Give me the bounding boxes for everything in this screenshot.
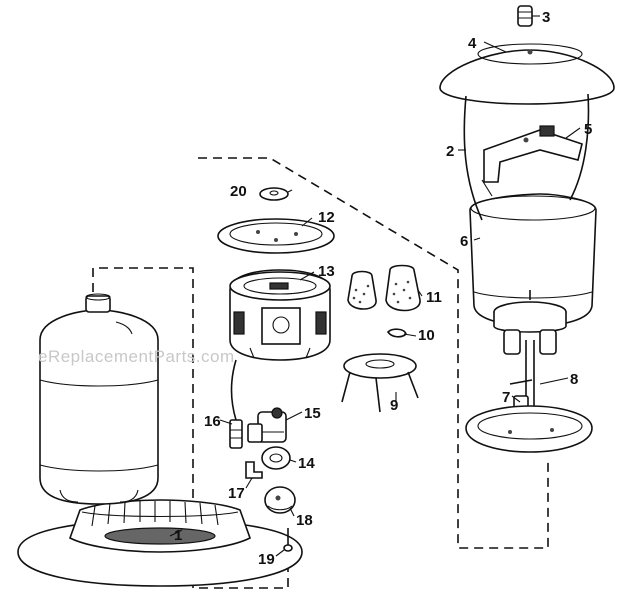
callout-17: 17 <box>228 485 245 502</box>
part-8-generator-assembly[interactable] <box>493 290 567 452</box>
callout-10: 10 <box>418 327 435 344</box>
part-15-valve-regulator[interactable] <box>247 407 287 443</box>
callout-2: 2 <box>446 143 454 160</box>
fuel-cylinder <box>39 293 159 505</box>
part-16-igniter[interactable] <box>229 359 243 449</box>
part-10-clip[interactable] <box>386 328 407 338</box>
part-3-top-nut[interactable] <box>517 5 533 27</box>
part-2-bail-handle[interactable] <box>463 93 590 221</box>
callout-9: 9 <box>390 397 398 414</box>
part-1-base[interactable] <box>17 499 303 587</box>
part-11-mantles[interactable] <box>347 264 421 312</box>
callout-4: 4 <box>468 35 477 52</box>
part-18-igniter-button[interactable] <box>264 486 296 514</box>
callout-16: 16 <box>204 413 221 430</box>
part-4-ventilator-hood[interactable] <box>439 43 615 105</box>
leader-lines <box>169 15 581 557</box>
callout-18: 18 <box>296 512 313 529</box>
part-14-control-knob[interactable] <box>261 446 291 470</box>
callout-19: 19 <box>258 551 275 568</box>
assembly-guide-lines <box>92 157 549 589</box>
callout-11: 11 <box>426 289 442 306</box>
lamp-lower-tray <box>465 405 593 453</box>
part-13-burner-housing[interactable] <box>229 269 331 361</box>
callout-labels: 3 4 2 5 6 8 7 20 12 13 11 10 9 15 16 14 … <box>174 9 592 568</box>
callout-12: 12 <box>318 209 335 226</box>
callout-1: 1 <box>174 527 182 544</box>
callout-6: 6 <box>460 233 468 250</box>
callout-20: 20 <box>230 183 247 200</box>
callout-8: 8 <box>570 371 578 388</box>
watermark-text: eReplacementParts.com <box>38 347 235 366</box>
part-19-screw[interactable] <box>283 528 293 552</box>
callout-7: 7 <box>502 389 510 406</box>
part-5-frame-bracket[interactable] <box>481 125 583 197</box>
part-17-bracket-clip[interactable] <box>245 461 263 479</box>
part-12-ring-plate[interactable] <box>217 218 335 254</box>
callout-15: 15 <box>304 405 321 422</box>
part-20-washer[interactable] <box>259 187 289 201</box>
callout-13: 13 <box>318 263 335 280</box>
callout-5: 5 <box>584 121 592 138</box>
part-9-tri-leg-support[interactable] <box>341 353 419 413</box>
callout-14: 14 <box>298 455 315 472</box>
callout-3: 3 <box>542 9 550 26</box>
